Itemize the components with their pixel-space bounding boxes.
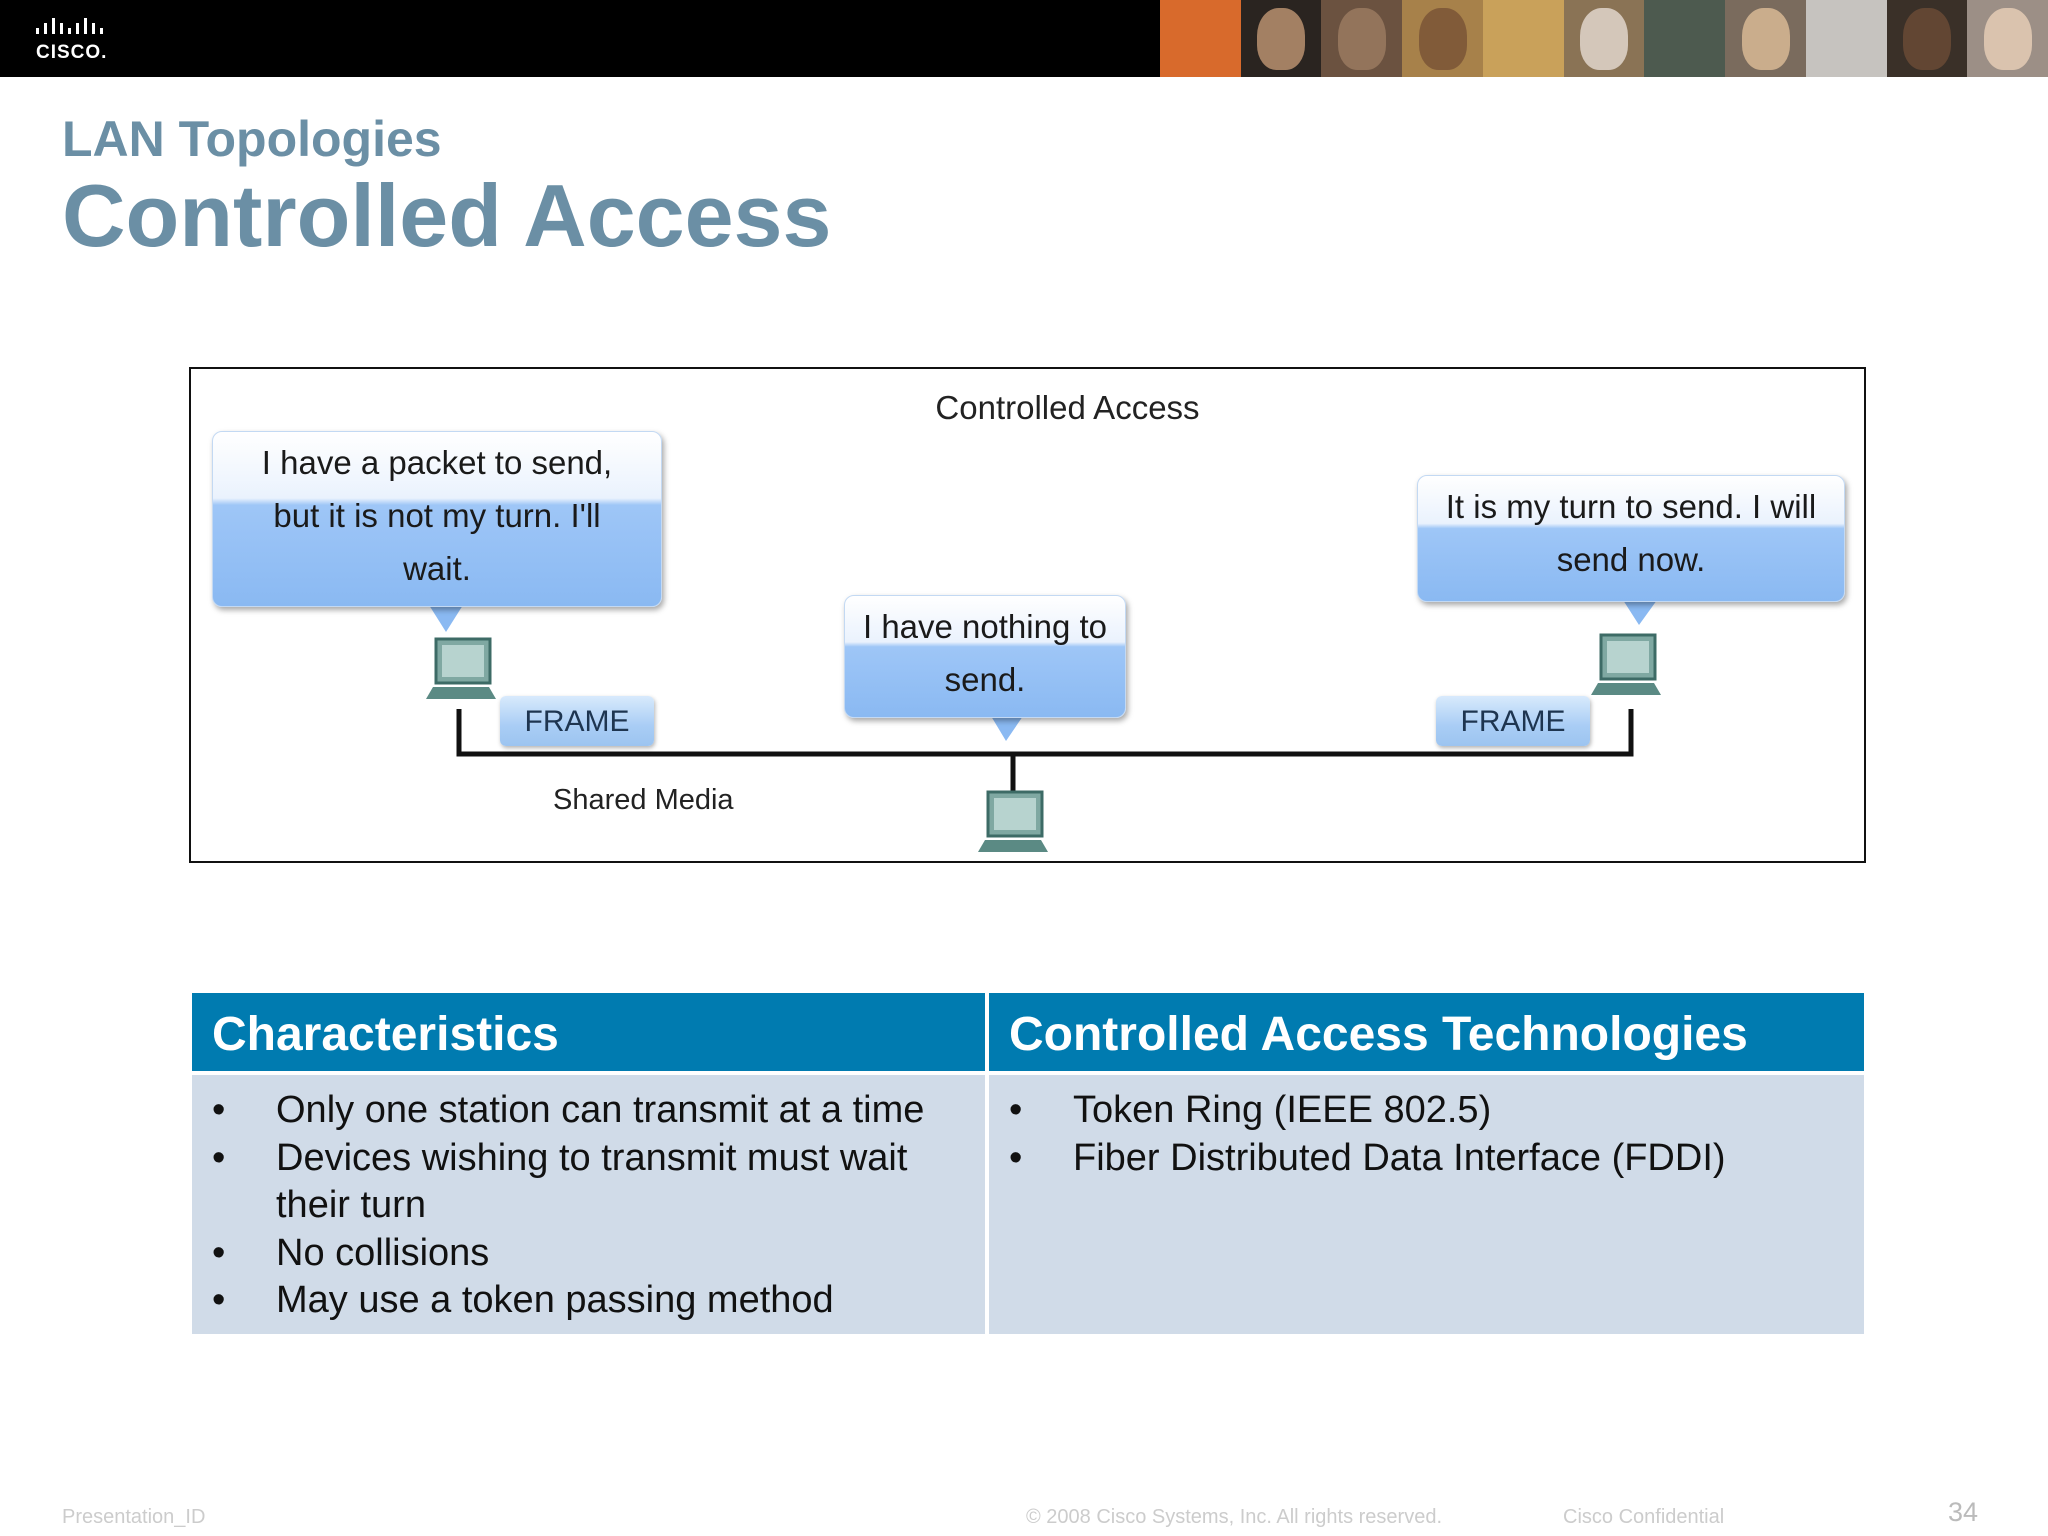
banner-photo (1240, 0, 1322, 77)
computer-middle-icon (978, 790, 1048, 852)
bubble-waiting-text: I have a packet to send, but it is not m… (261, 444, 613, 587)
shared-media-line (456, 709, 1634, 757)
bubble-tail-right (1623, 600, 1657, 625)
banner-photo (1160, 0, 1241, 77)
table-cell-characteristics: •Only one station can transmit at a time… (192, 1075, 985, 1334)
bubble-tail-middle (991, 716, 1023, 741)
table-header-label: Characteristics (212, 1008, 559, 1061)
technologies-list: •Token Ring (IEEE 802.5) •Fiber Distribu… (1009, 1087, 1844, 1182)
computer-left-icon (426, 637, 496, 699)
banner-photo (1644, 0, 1726, 77)
bubble-sending-text: It is my turn to send. I will send now. (1445, 488, 1817, 578)
footer-copyright: © 2008 Cisco Systems, Inc. All rights re… (1026, 1506, 1443, 1528)
photo-strip (1160, 0, 2048, 77)
cisco-logo-text: CISCO. (36, 42, 108, 63)
list-item: •No collisions (212, 1231, 490, 1274)
bubble-idle-text: I have nothing to send. (862, 608, 1108, 698)
banner-photo (1482, 0, 1564, 77)
computer-right-icon (1591, 633, 1661, 695)
list-item: •Token Ring (IEEE 802.5) (1009, 1089, 1492, 1131)
banner-photo (1402, 0, 1483, 77)
page-number: 34 (1948, 1497, 1979, 1527)
characteristics-list: •Only one station can transmit at a time… (212, 1087, 965, 1325)
table-header-label: Controlled Access Technologies (1009, 1008, 1748, 1061)
list-item: •May use a token passing method (212, 1279, 834, 1321)
frame-label-left: FRAME (500, 696, 654, 746)
banner-photo (1563, 0, 1645, 77)
speech-bubble-sending: It is my turn to send. I will send now. (1417, 475, 1845, 602)
table-header-characteristics: Characteristics (192, 993, 985, 1071)
characteristics-table: Characteristics Controlled Access Techno… (192, 993, 1864, 1334)
bubble-tail-left (429, 605, 463, 632)
list-item: •Only one station can transmit at a time (212, 1089, 925, 1131)
table-header-technologies: Controlled Access Technologies (989, 993, 1864, 1071)
speech-bubble-waiting: I have a packet to send, but it is not m… (212, 431, 662, 607)
footer-presentation-id: Presentation_ID (62, 1506, 206, 1528)
slide-title: Controlled Access (62, 166, 832, 265)
banner-photo (1725, 0, 1806, 77)
table-cell-technologies: •Token Ring (IEEE 802.5) •Fiber Distribu… (989, 1075, 1864, 1334)
frame-label-right: FRAME (1436, 696, 1590, 746)
list-item: •Fiber Distributed Data Interface (FDDI) (1009, 1136, 1726, 1179)
shared-media-label: Shared Media (553, 784, 734, 816)
banner-photo (1886, 0, 1968, 77)
slide-subtitle: LAN Topologies (62, 111, 442, 167)
cisco-logo-icon (36, 18, 103, 34)
banner-photo (1321, 0, 1403, 77)
banner-photo (1967, 0, 2048, 77)
banner-photo (1805, 0, 1887, 77)
footer-confidential: Cisco Confidential (1563, 1506, 1725, 1528)
network-diagram-svg (426, 600, 1661, 852)
controlled-access-diagram: Controlled Access I have a packet to sen… (189, 367, 1866, 863)
top-banner: CISCO. (0, 0, 2048, 77)
diagram-title: Controlled Access (935, 389, 1200, 426)
list-item: •Devices wishing to transmit must wait t… (212, 1136, 908, 1227)
speech-bubble-idle: I have nothing to send. (844, 595, 1126, 718)
